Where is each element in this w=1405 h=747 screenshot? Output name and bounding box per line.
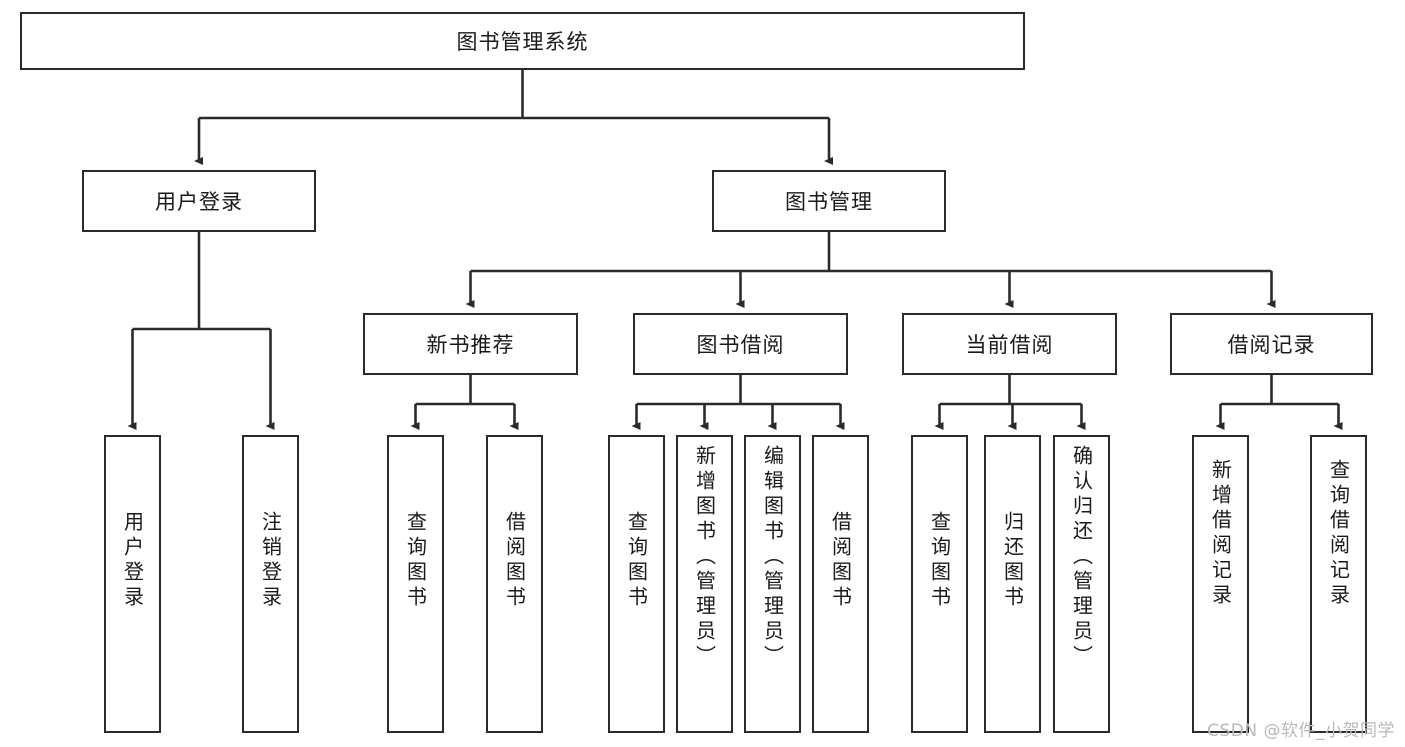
level3-node-borrow-record: 借阅记录 xyxy=(1170,313,1373,375)
root-node-root: 图书管理系统 xyxy=(20,12,1025,70)
leaf-node-leaf-query-record: 查询借阅记录 xyxy=(1310,435,1367,733)
leaf-node-leaf-add-record: 新增借阅记录 xyxy=(1192,435,1249,733)
leaf-node-leaf-query-book-1: 查询图书 xyxy=(387,435,444,733)
node-label: 图书管理 xyxy=(785,190,873,214)
node-label: 查询借阅记录 xyxy=(1326,459,1351,609)
node-label: 编辑图书（管理员） xyxy=(760,445,785,670)
node-label: 新增图书（管理员） xyxy=(692,445,717,670)
node-label: 归还图书 xyxy=(1000,511,1025,611)
leaf-node-leaf-add-book: 新增图书（管理员） xyxy=(676,435,733,733)
leaf-node-leaf-query-book-3: 查询图书 xyxy=(911,435,968,733)
node-label: 借阅图书 xyxy=(828,511,853,611)
node-label: 查询图书 xyxy=(624,511,649,611)
node-label: 借阅图书 xyxy=(502,511,527,611)
leaf-node-leaf-borrow-book-2: 借阅图书 xyxy=(812,435,869,733)
leaf-node-leaf-logout: 注销登录 xyxy=(242,435,299,733)
watermark-label: CSDN @软件_小贺同学 xyxy=(1207,721,1395,741)
leaf-node-leaf-edit-book: 编辑图书（管理员） xyxy=(744,435,801,733)
node-label: 用户登录 xyxy=(120,511,145,611)
leaf-node-leaf-user-login: 用户登录 xyxy=(104,435,161,733)
node-label: 图书借阅 xyxy=(696,333,785,357)
level3-node-book-borrow: 图书借阅 xyxy=(633,313,848,375)
node-label: 确认归还（管理员） xyxy=(1069,445,1094,670)
level2-node-user-login: 用户登录 xyxy=(82,170,316,232)
level3-node-new-book-rec: 新书推荐 xyxy=(363,313,578,375)
node-label: 当前借阅 xyxy=(965,333,1054,357)
node-label: 新增借阅记录 xyxy=(1208,459,1233,609)
leaf-node-leaf-confirm-return: 确认归还（管理员） xyxy=(1053,435,1110,733)
node-label: 新书推荐 xyxy=(426,333,515,357)
node-label: 借阅记录 xyxy=(1227,333,1316,357)
level3-node-current-borrow: 当前借阅 xyxy=(902,313,1117,375)
node-label: 查询图书 xyxy=(403,511,428,611)
leaf-node-leaf-query-book-2: 查询图书 xyxy=(608,435,665,733)
level2-node-book-manage: 图书管理 xyxy=(712,170,946,232)
node-label: 用户登录 xyxy=(155,190,243,214)
node-label: 查询图书 xyxy=(927,511,952,611)
leaf-node-leaf-borrow-book-1: 借阅图书 xyxy=(486,435,543,733)
node-label: 注销登录 xyxy=(258,511,283,611)
node-label: 图书管理系统 xyxy=(456,30,589,54)
leaf-node-leaf-return-book: 归还图书 xyxy=(984,435,1041,733)
